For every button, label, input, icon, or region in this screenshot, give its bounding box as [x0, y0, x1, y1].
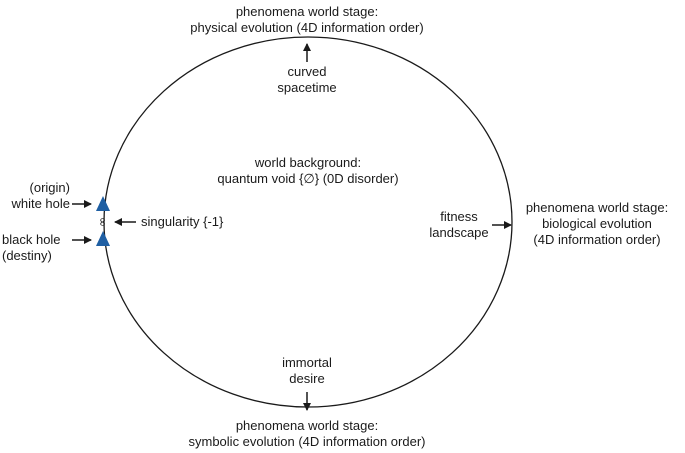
stage-physical-line2: physical evolution (4D information order… [190, 20, 424, 35]
stage-biological-label: phenomena world stage: biological evolut… [512, 200, 682, 248]
black-hole-line1: black hole [2, 232, 61, 247]
world-background-label: world background: quantum void {∅} (0D d… [188, 155, 428, 187]
fitness-landscape-line2: landscape [429, 225, 489, 240]
curved-spacetime-line1: curved [287, 64, 327, 79]
curved-spacetime-line2: spacetime [277, 80, 337, 95]
black-hole-triangle-icon [96, 231, 110, 246]
fitness-landscape-label: fitness landscape [426, 209, 492, 241]
world-background-line1: world background: [254, 155, 362, 170]
black-hole-line2: (destiny) [2, 248, 52, 263]
white-hole-line2: white hole [11, 196, 70, 211]
fitness-landscape-line1: fitness [440, 209, 478, 224]
white-hole-label: (origin) white hole [0, 180, 70, 212]
stage-biological-line3: (4D information order) [533, 232, 661, 247]
curved-spacetime-label: curved spacetime [257, 64, 357, 96]
white-hole-triangle-icon [96, 196, 110, 211]
white-hole-line1: (origin) [29, 180, 70, 195]
stage-symbolic-line1: phenomena world stage: [235, 418, 379, 433]
black-hole-label: black hole (destiny) [2, 232, 72, 264]
stage-symbolic-label: phenomena world stage: symbolic evolutio… [157, 418, 457, 450]
immortal-desire-line1: immortal [282, 355, 332, 370]
world-background-line2: quantum void {∅} (0D disorder) [217, 171, 399, 186]
immortal-desire-label: immortal desire [257, 355, 357, 387]
infinity-symbol-icon: ∞ [96, 217, 110, 227]
stage-physical-label: phenomena world stage: physical evolutio… [157, 4, 457, 36]
stage-physical-line1: phenomena world stage: [235, 4, 379, 19]
stage-biological-line2: biological evolution [542, 216, 652, 231]
stage-symbolic-line2: symbolic evolution (4D information order… [188, 434, 426, 449]
immortal-desire-line2: desire [289, 371, 325, 386]
singularity-label: singularity {-1} [141, 214, 224, 229]
stage-biological-line1: phenomena world stage: [525, 200, 669, 215]
